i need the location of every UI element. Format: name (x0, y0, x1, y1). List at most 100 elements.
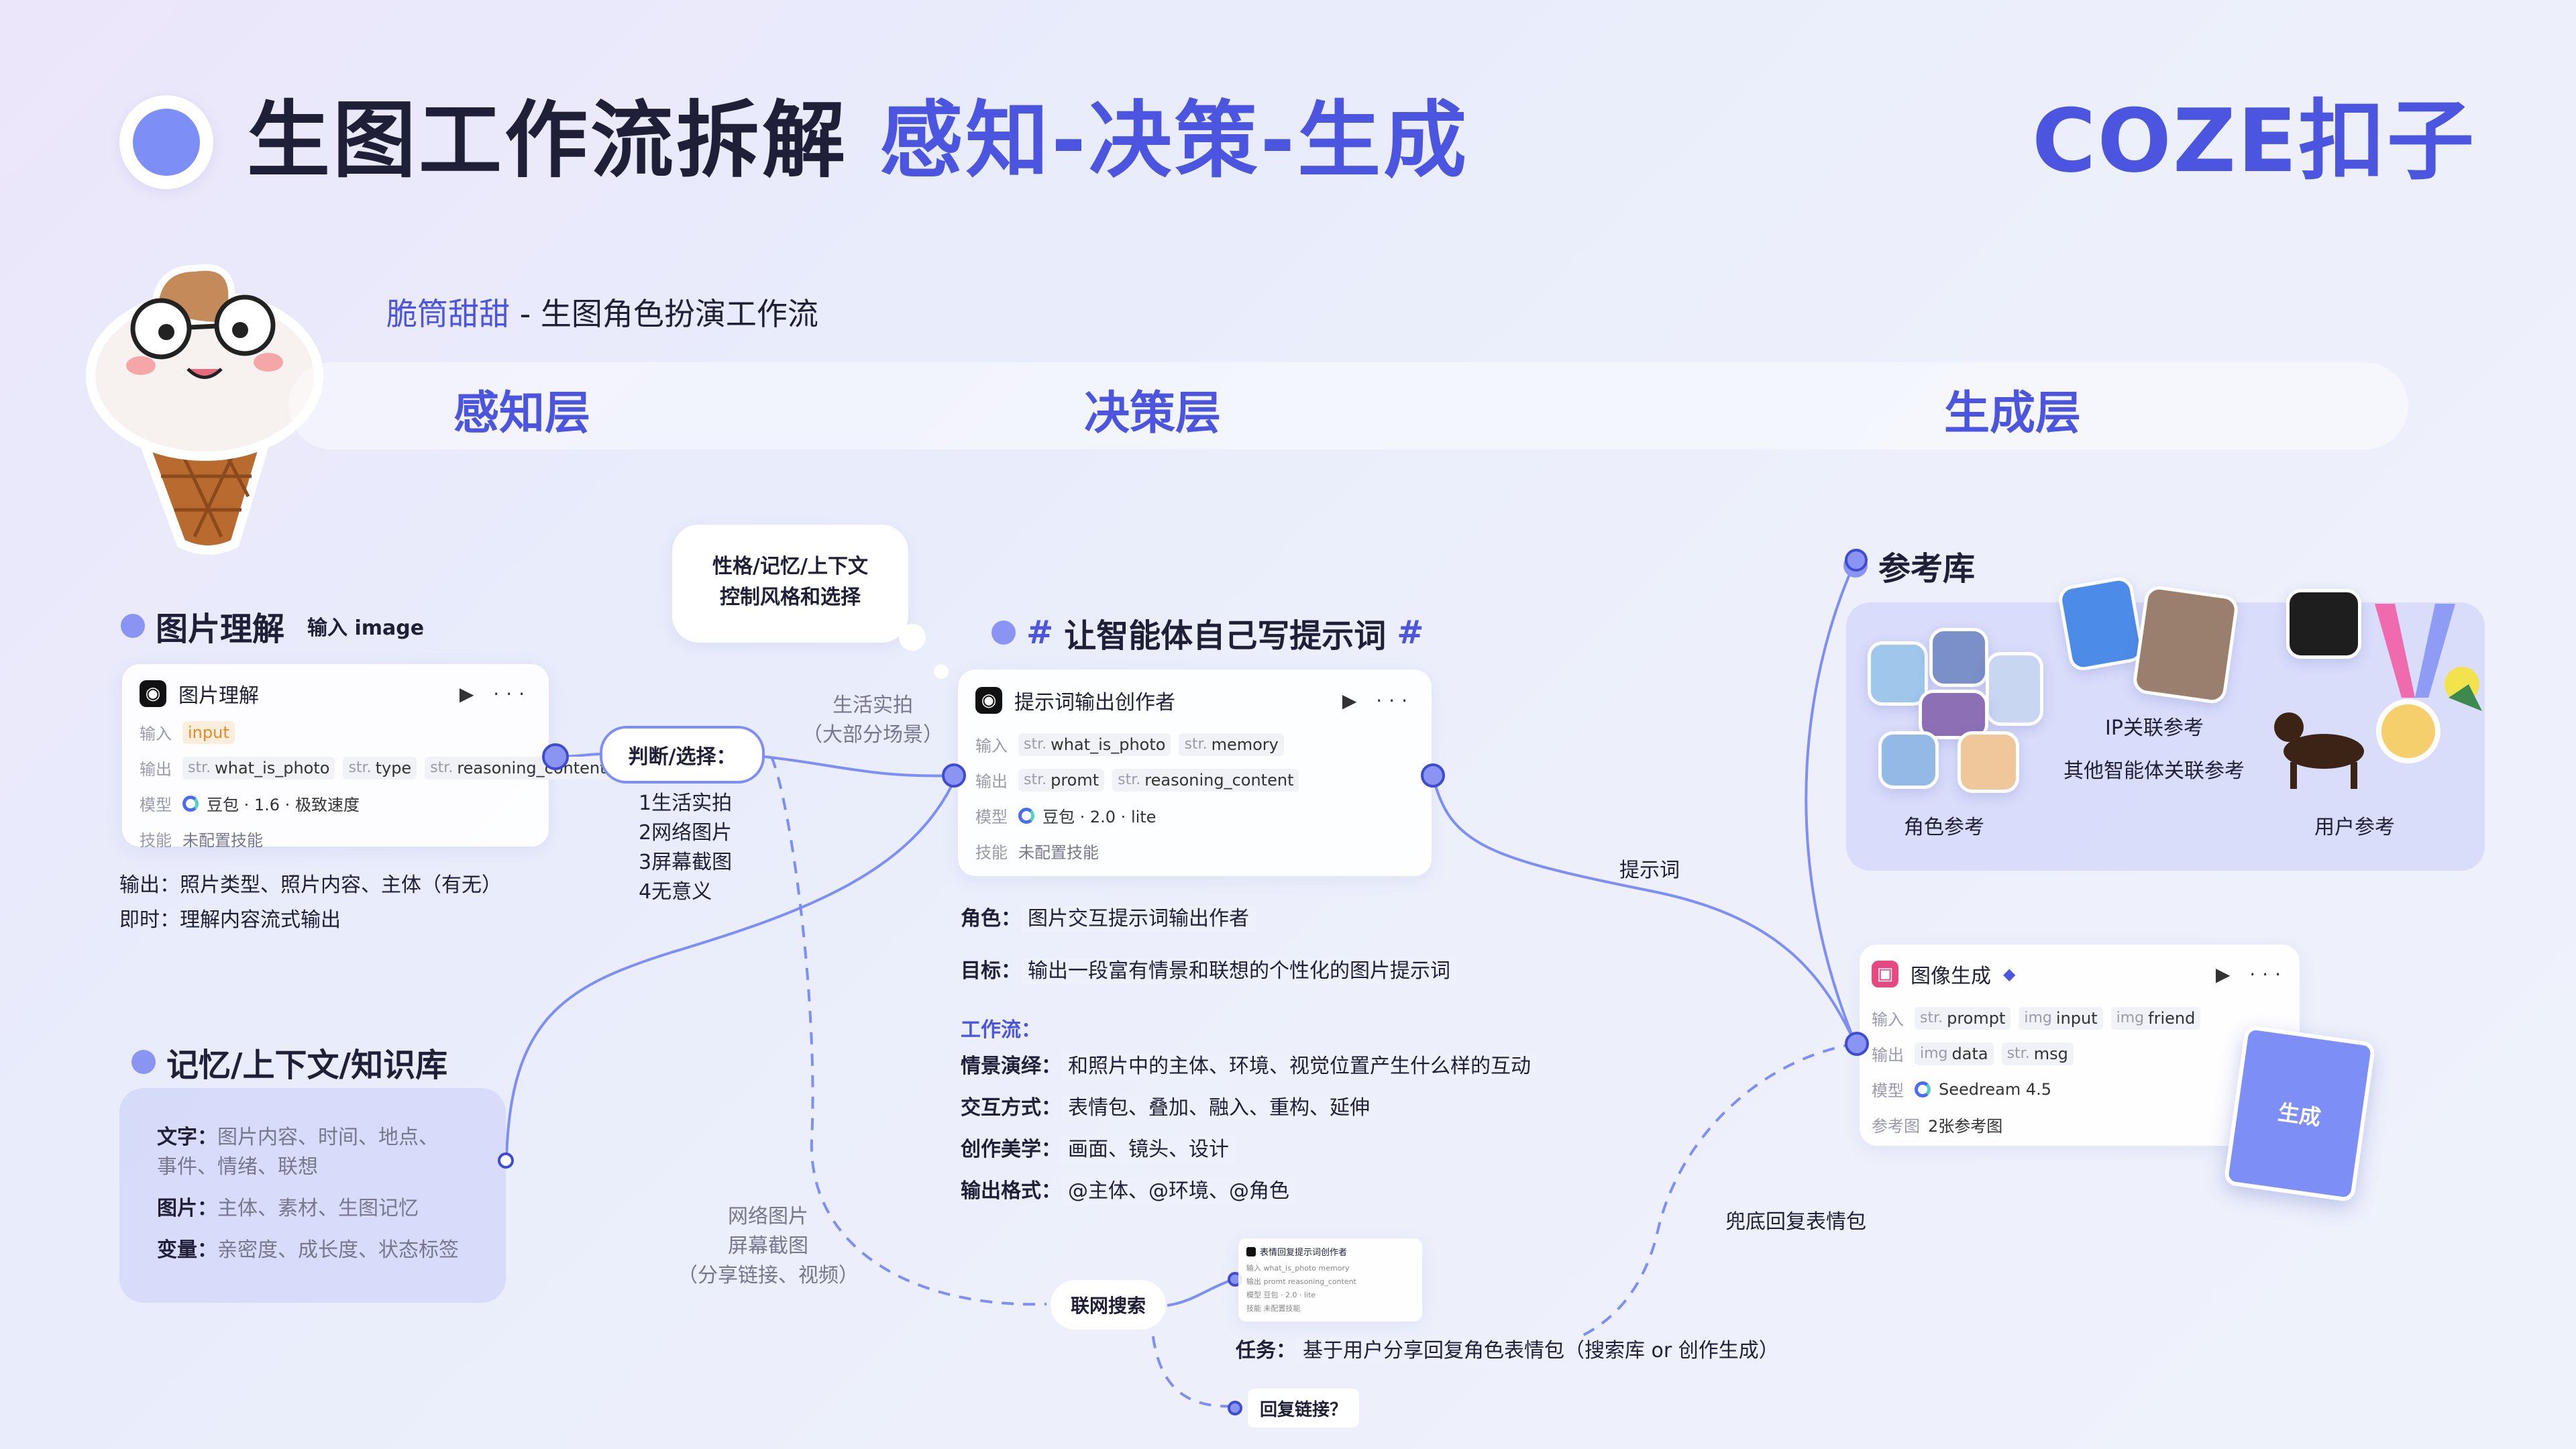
input-port[interactable] (942, 763, 966, 788)
mini-card-sticker-creator[interactable]: 表情回复提示词创作者 输入 what_is_photo memory 输出 pr… (1238, 1238, 1422, 1322)
role-ref-thumb (1957, 731, 2019, 793)
workflow-value: 和照片中的主体、环境、视觉位置产生什么样的互动 (1061, 1053, 1538, 1079)
judge-option: 4无意义 (639, 880, 712, 904)
node-card-prompt-creator[interactable]: ◉ 提示词输出创作者 ▶ ··· 输入 str.what_is_photo st… (958, 669, 1432, 876)
card-model-row: 模型 豆包 · 1.6 · 极致速度 (140, 792, 531, 815)
judge-option: 2网络图片 (639, 821, 733, 845)
mini-row: 输出 promt reasoning_content (1246, 1277, 1356, 1286)
row-label: 输出 (975, 772, 1008, 791)
section-decision: # 让智能体自己写提示词 # (991, 609, 1424, 656)
workflow-row: 情景演绎：和照片中的主体、环境、视觉位置产生什么样的互动 (961, 1052, 1538, 1081)
card-input-row: 输入 str.what_is_photo str.memory (975, 733, 1414, 756)
prompt-edge-label: 提示词 (1619, 859, 1680, 882)
chip-type: img (2024, 1010, 2052, 1026)
card-name: 图像生成 (1911, 965, 1991, 988)
chip-type: str. (1118, 771, 1141, 788)
row-label: 参考图 (1872, 1117, 1920, 1136)
memory-port[interactable] (498, 1152, 514, 1169)
search-task: 任务：基于用户分享回复角色表情包（搜索库 or 创作生成） (1236, 1336, 1786, 1366)
card-controls[interactable]: ▶ ··· (2215, 963, 2288, 985)
task-value: 基于用户分享回复角色表情包（搜索库 or 创作生成） (1296, 1338, 1786, 1364)
subtitle-name: 脆筒甜甜 (386, 296, 510, 332)
model-name: 豆包 · 2.0 · lite (1042, 808, 1157, 826)
chip-text: promt (1051, 770, 1099, 790)
wire-search-to-reply-dashed (1150, 1314, 1235, 1408)
layer-band (288, 362, 2408, 449)
output-chip: str.promt (1018, 768, 1105, 792)
ref-port[interactable] (1845, 549, 1868, 572)
row-label: 输入 (140, 724, 172, 743)
section-title-text: 记忆/上下文/知识库 (166, 1046, 448, 1084)
bot-logo-icon (1246, 1246, 1256, 1256)
reply-port[interactable] (1228, 1401, 1242, 1415)
chip-text: reasoning_content (457, 758, 606, 777)
chip-text: input (2055, 1008, 2098, 1028)
role-ref-thumb (1878, 731, 1939, 789)
memory-value: 主体、素材、生图记忆 (217, 1197, 419, 1220)
input-chip: str.what_is_photo (1018, 733, 1171, 756)
memory-value-cont: 事件、情绪、联想 (157, 1155, 318, 1179)
section-image-understanding: 图片理解 输入 image (121, 602, 424, 649)
branch-label-line: 网络图片 (728, 1205, 808, 1228)
chip-type: str. (348, 759, 372, 776)
branch-label-line: （分享链接、视频） (678, 1264, 859, 1287)
branch-label-line: 屏幕截图 (728, 1234, 808, 1258)
row-label: 模型 (1872, 1081, 1904, 1100)
reply-link-chip[interactable]: 回复链接？ (1248, 1389, 1360, 1428)
output-chip: str.type (343, 756, 417, 780)
wire-judge-to-creator (764, 755, 956, 777)
card-controls[interactable]: ▶ ··· (459, 682, 531, 705)
output-chip: str.what_is_photo (182, 756, 335, 780)
workflow-key: 创作美学： (961, 1138, 1061, 1161)
chip-text: input (188, 722, 229, 742)
dog-figure-icon (2274, 712, 2364, 789)
memory-panel: 文字：图片内容、时间、地点、 事件、情绪、联想 图片：主体、素材、生图记忆 变量… (119, 1088, 506, 1303)
web-search-pill[interactable]: 联网搜索 (1051, 1280, 1166, 1330)
node-card-image-understanding[interactable]: ◉ 图片理解 ▶ ··· 输入 input 输出 str.what_is_pho… (122, 664, 612, 850)
layer-perception: 感知层 (453, 387, 591, 440)
row-label: 模型 (140, 796, 172, 814)
role-ref-thumb (1868, 641, 1928, 706)
role-ref-thumb (1986, 652, 2043, 726)
branch-label-life: 生活实拍 （大部分场景） (802, 691, 943, 750)
user-ref-label: 用户参考 (2314, 816, 2395, 839)
agent-ref-label: 其他智能体关联参考 (2063, 759, 2245, 783)
doubao-model-icon (1018, 807, 1034, 824)
output-chip: str.reasoning_content (1112, 768, 1299, 792)
workflow-subtitle: 脆筒甜甜 - 生图角色扮演工作流 (386, 290, 818, 334)
chip-text: what_is_photo (1051, 735, 1166, 754)
judge-select-pill[interactable]: 判断/选择： (600, 726, 765, 784)
output-port[interactable] (542, 743, 569, 770)
personality-bubble: 性格/记忆/上下文 控制风格和选择 (672, 525, 908, 643)
memory-row: 图片：主体、素材、生图记忆 (157, 1194, 468, 1224)
output-chip: str.msg (2001, 1042, 2074, 1065)
skill-text: 未配置技能 (1018, 843, 1099, 862)
ip-ref-thumb (2131, 584, 2240, 705)
mini-card-name: 表情回复提示词创作者 (1260, 1248, 1348, 1258)
chip-type: str. (1184, 736, 1208, 753)
workflow-key: 交互方式： (961, 1096, 1061, 1120)
mascot-ice-cream-icon (86, 264, 323, 555)
card-controls[interactable]: ▶ ··· (1342, 689, 1414, 712)
card-output-row: 输出 str.what_is_photo str.type str.reason… (140, 756, 612, 780)
gen-input-port[interactable] (1845, 1032, 1869, 1056)
memory-row: 文字：图片内容、时间、地点、 (157, 1123, 468, 1152)
chip-text: memory (1211, 735, 1279, 754)
doubao-model-icon (182, 795, 199, 812)
goal-value: 输出一段富有情景和联想的个性化的图片提示词 (1021, 958, 1457, 984)
card-model-row: 模型 豆包 · 2.0 · lite (975, 804, 1414, 827)
decision-goal: 目标：输出一段富有情景和联想的个性化的图片提示词 (961, 957, 1457, 986)
model-name: Seedream 4.5 (1939, 1079, 2051, 1099)
mini-card-header: 表情回复提示词创作者 (1246, 1245, 1414, 1258)
row-label: 技能 (140, 831, 172, 850)
generate-button[interactable]: 生成 (2223, 1024, 2376, 1203)
branch-label-line: 生活实拍 (833, 694, 913, 717)
chip-text: msg (2033, 1044, 2068, 1063)
output-port[interactable] (1421, 763, 1445, 788)
model-name: 豆包 · 1.6 · 极致速度 (207, 796, 360, 814)
fallback-edge-label: 兜底回复表情包 (1725, 1210, 1866, 1234)
